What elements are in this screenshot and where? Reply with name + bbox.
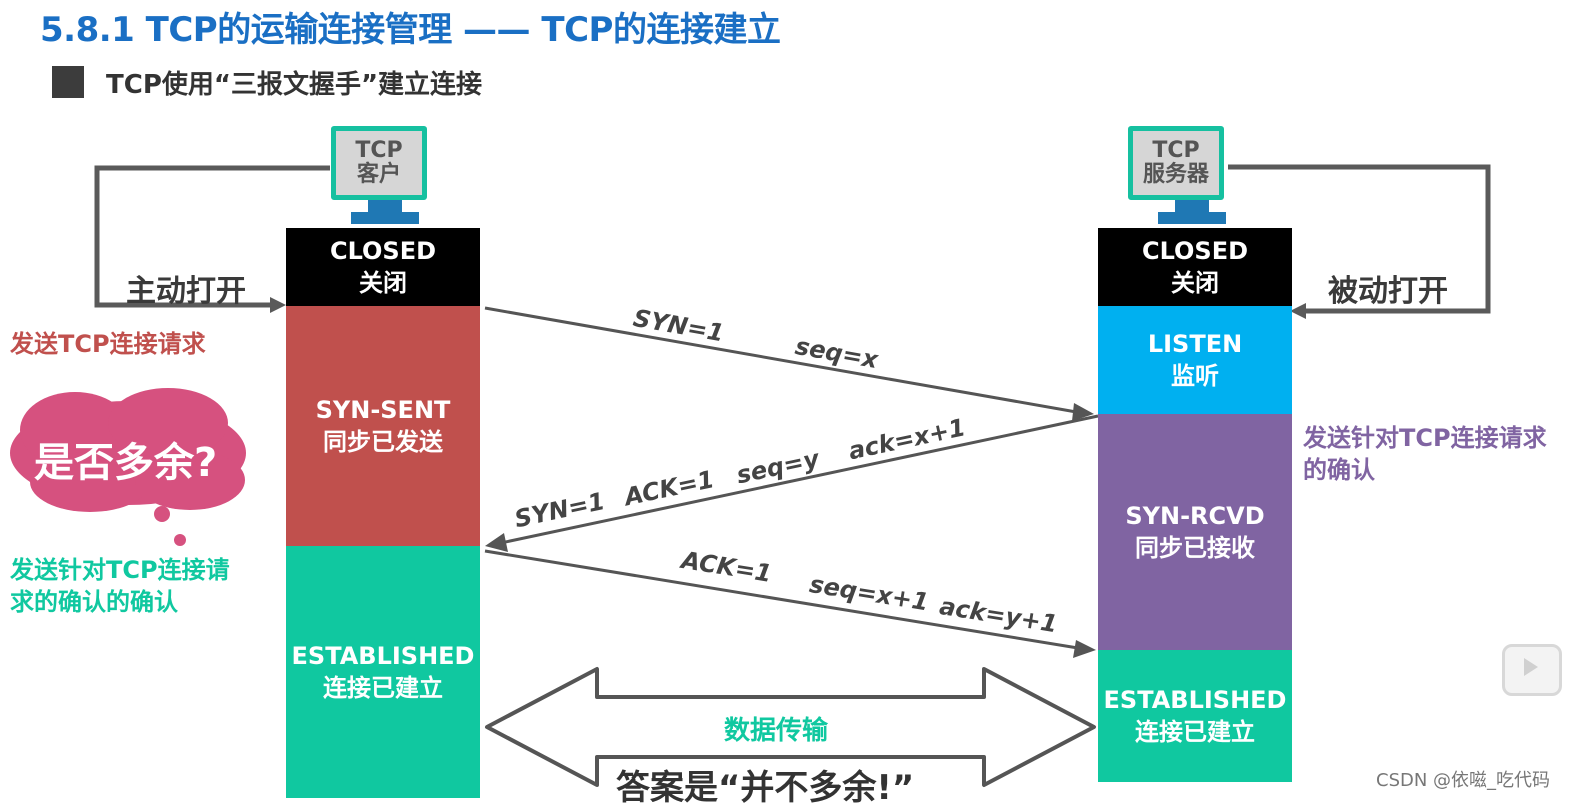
server-host-line1: TCP bbox=[1152, 137, 1200, 163]
state-zh: 同步已接收 bbox=[1135, 534, 1255, 562]
server-ack-line1: 发送针对TCP连接请求 bbox=[1303, 424, 1547, 452]
server-open-arrow bbox=[1228, 164, 1491, 314]
client-host-line1: TCP bbox=[355, 137, 403, 163]
state-zh: 连接已建立 bbox=[1135, 718, 1255, 746]
client-monitor-stand bbox=[368, 200, 402, 212]
server-state-established: ESTABLISHED 连接已建立 bbox=[1098, 650, 1292, 782]
state-en: ESTABLISHED bbox=[1103, 685, 1287, 714]
server-state-listen: LISTEN 监听 bbox=[1098, 306, 1292, 414]
server-open-label: 被动打开 bbox=[1328, 274, 1448, 309]
bullet-square bbox=[52, 66, 84, 98]
state-en: SYN-RCVD bbox=[1125, 501, 1265, 530]
client-state-syn-sent: SYN-SENT 同步已发送 bbox=[286, 306, 480, 546]
ack-message-arrow bbox=[484, 549, 1085, 651]
play-video-icon[interactable] bbox=[1502, 644, 1562, 696]
client-open-label: 主动打开 bbox=[126, 274, 246, 309]
page-subtitle: TCP使用“三报文握手”建立连接 bbox=[106, 70, 483, 100]
state-en: SYN-SENT bbox=[315, 395, 451, 424]
send-request-annotation: 发送TCP连接请求 bbox=[10, 330, 206, 358]
server-ack-annotation: 发送针对TCP连接请求 的确认 bbox=[1303, 422, 1547, 487]
state-zh: 关闭 bbox=[1171, 269, 1219, 297]
client-host-line2: 客户 bbox=[356, 162, 401, 187]
client-ack-line2: 求的确认的确认 bbox=[10, 588, 178, 617]
cloud-question-text: 是否多余? bbox=[34, 440, 218, 486]
server-host-icon: TCP 服务器 bbox=[1128, 126, 1224, 200]
client-host-icon: TCP 客户 bbox=[331, 126, 427, 200]
syn-ack-message-arrow bbox=[495, 414, 1099, 546]
syn-message-arrow bbox=[484, 306, 1083, 415]
state-zh: 监听 bbox=[1171, 362, 1219, 390]
client-open-arrow bbox=[94, 165, 330, 308]
state-en: CLOSED bbox=[329, 236, 437, 265]
state-zh: 同步已发送 bbox=[323, 428, 443, 456]
server-state-closed: CLOSED 关闭 bbox=[1098, 228, 1292, 306]
state-en: ESTABLISHED bbox=[291, 641, 475, 670]
server-state-syn-rcvd: SYN-RCVD 同步已接收 bbox=[1098, 414, 1292, 650]
state-zh: 关闭 bbox=[359, 269, 407, 297]
data-transfer-arrow bbox=[485, 667, 1096, 787]
server-host-line2: 服务器 bbox=[1142, 162, 1209, 187]
state-en: LISTEN bbox=[1147, 329, 1243, 358]
watermark: CSDN @依嗞_吃代码 bbox=[1376, 770, 1551, 791]
question-cloud bbox=[10, 388, 246, 546]
play-triangle-icon bbox=[1524, 658, 1538, 676]
client-state-closed: CLOSED 关闭 bbox=[286, 228, 480, 306]
answer-text: 答案是“并不多余!” bbox=[610, 760, 921, 809]
server-ack-line2: 的确认 bbox=[1303, 456, 1375, 485]
server-monitor-stand bbox=[1175, 200, 1209, 212]
state-zh: 连接已建立 bbox=[323, 674, 443, 702]
page-title: 5.8.1 TCP的运输连接管理 —— TCP的连接建立 bbox=[40, 10, 781, 50]
data-transfer-label: 数据传输 bbox=[724, 716, 829, 746]
client-state-established: ESTABLISHED 连接已建立 bbox=[286, 546, 480, 798]
client-ack-annotation: 发送针对TCP连接请 求的确认的确认 bbox=[10, 554, 230, 619]
client-ack-line1: 发送针对TCP连接请 bbox=[10, 556, 230, 584]
state-en: CLOSED bbox=[1141, 236, 1249, 265]
